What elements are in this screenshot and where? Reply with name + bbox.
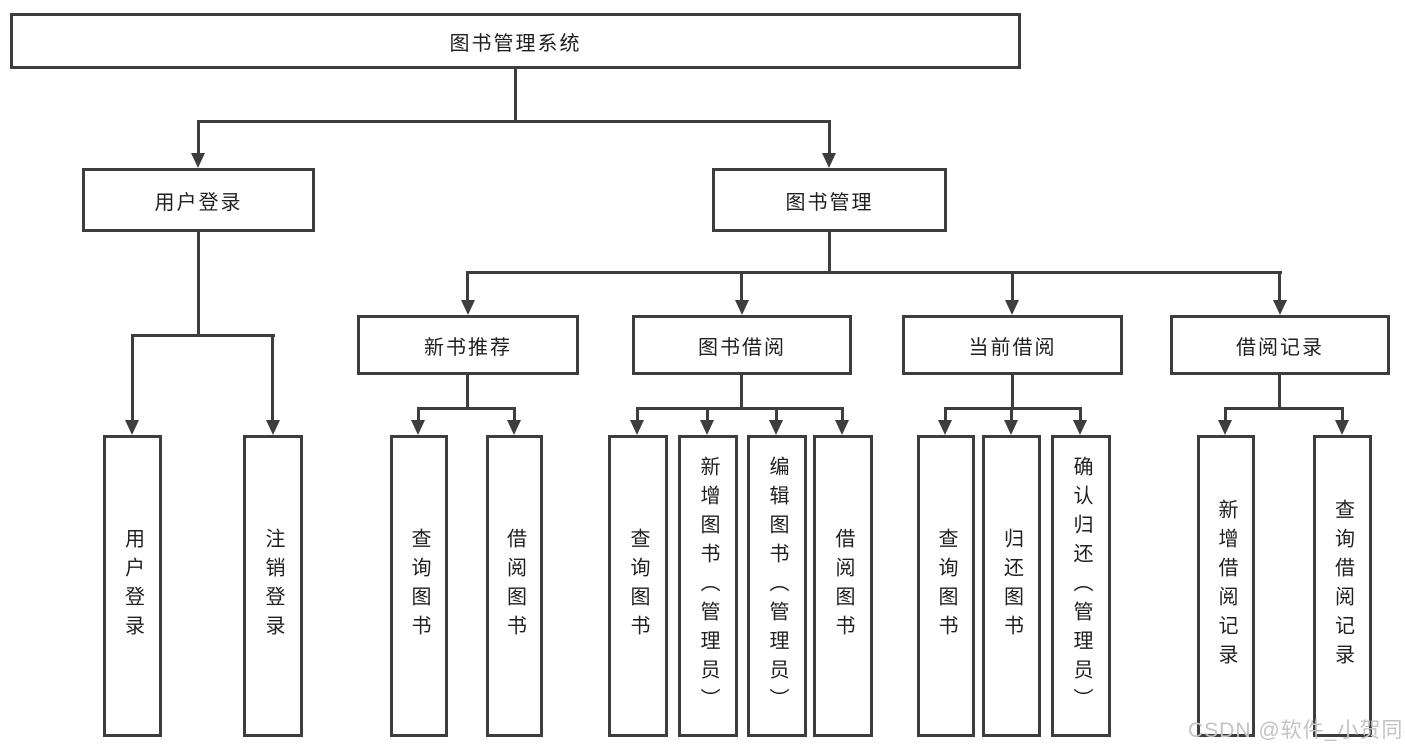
connector-book-mgmt-rail <box>466 271 1282 274</box>
leaf-return-books: 归还图书 <box>982 435 1041 737</box>
connector-records-drop <box>1278 373 1281 409</box>
arrowhead-icon <box>735 300 749 315</box>
connector-borrowing-drop <box>740 373 743 409</box>
leaf-add-books-admin: 新增图书（管理员） <box>678 435 738 737</box>
node-book-management: 图书管理 <box>712 168 947 232</box>
node-borrowing-records: 借阅记录 <box>1170 315 1390 375</box>
csdn-watermark: CSDN @软件_小贺同学 <box>1188 719 1405 742</box>
arrowhead-icon <box>769 420 783 435</box>
connector-book-mgmt-drop <box>828 230 831 274</box>
connector-stem <box>944 407 947 424</box>
connector-stem <box>775 407 778 424</box>
connector-borrowing-rail <box>636 407 844 410</box>
connector-stem <box>1010 407 1013 424</box>
arrowhead-icon <box>1335 420 1349 435</box>
leaf-query-books-recommend: 查询图书 <box>390 435 448 737</box>
arrowhead-icon <box>507 420 521 435</box>
arrowhead-icon <box>1005 300 1019 315</box>
connector-user-login-rail <box>131 334 275 337</box>
connector-stem-borrowing <box>740 271 743 302</box>
connector-root-rail <box>197 120 831 123</box>
connector-stem-user-login <box>197 120 200 155</box>
leaf-add-borrow-record: 新增借阅记录 <box>1197 435 1255 737</box>
connector-stem-leaf-login <box>131 334 134 422</box>
connector-stem-new-books <box>466 271 469 302</box>
connector-stem <box>706 407 709 424</box>
connector-stem <box>1341 407 1344 424</box>
arrowhead-icon <box>125 420 139 435</box>
leaf-query-borrow-record: 查询借阅记录 <box>1313 435 1372 737</box>
arrowhead-icon <box>461 300 475 315</box>
arrowhead-icon <box>1218 420 1232 435</box>
connector-stem <box>417 407 420 424</box>
arrowhead-icon <box>835 420 849 435</box>
connector-user-login-drop <box>197 230 200 336</box>
arrowhead-icon <box>700 420 714 435</box>
arrowhead-icon <box>411 420 425 435</box>
arrowhead-icon <box>938 420 952 435</box>
leaf-user-login: 用户登录 <box>103 435 162 737</box>
leaf-logout: 注销登录 <box>243 435 303 737</box>
leaf-edit-books-admin: 编辑图书（管理员） <box>747 435 807 737</box>
connector-stem-book-mgmt <box>828 120 831 155</box>
arrowhead-icon <box>191 153 205 168</box>
connector-stem <box>513 407 516 424</box>
connector-current-drop <box>1011 373 1014 409</box>
connector-records-rail <box>1224 407 1344 410</box>
node-book-borrowing: 图书借阅 <box>632 315 852 375</box>
connector-new-books-rail <box>417 407 516 410</box>
arrowhead-icon <box>822 153 836 168</box>
node-current-borrowing: 当前借阅 <box>902 315 1123 375</box>
connector-stem <box>1079 407 1082 424</box>
leaf-query-books-borrowing: 查询图书 <box>608 435 668 737</box>
connector-stem <box>636 407 639 424</box>
connector-stem <box>1224 407 1227 424</box>
connector-current-rail <box>944 407 1082 410</box>
arrowhead-icon <box>1004 420 1018 435</box>
connector-root-drop <box>514 67 517 121</box>
connector-stem-current <box>1011 271 1014 302</box>
arrowhead-icon <box>630 420 644 435</box>
arrowhead-icon <box>1273 300 1287 315</box>
leaf-query-books-current: 查询图书 <box>917 435 975 737</box>
node-new-book-recommend: 新书推荐 <box>357 315 579 375</box>
connector-new-books-drop <box>466 373 469 409</box>
connector-stem <box>841 407 844 424</box>
arrowhead-icon <box>1073 420 1087 435</box>
node-user-login: 用户登录 <box>82 168 315 232</box>
leaf-confirm-return-admin: 确认归还（管理员） <box>1051 435 1111 737</box>
leaf-borrow-books-recommend: 借阅图书 <box>486 435 543 737</box>
leaf-borrow-books: 借阅图书 <box>813 435 873 737</box>
connector-stem-leaf-logout <box>271 334 274 422</box>
node-root-library-system: 图书管理系统 <box>10 13 1021 69</box>
arrowhead-icon <box>266 420 280 435</box>
connector-stem-records <box>1278 271 1281 302</box>
